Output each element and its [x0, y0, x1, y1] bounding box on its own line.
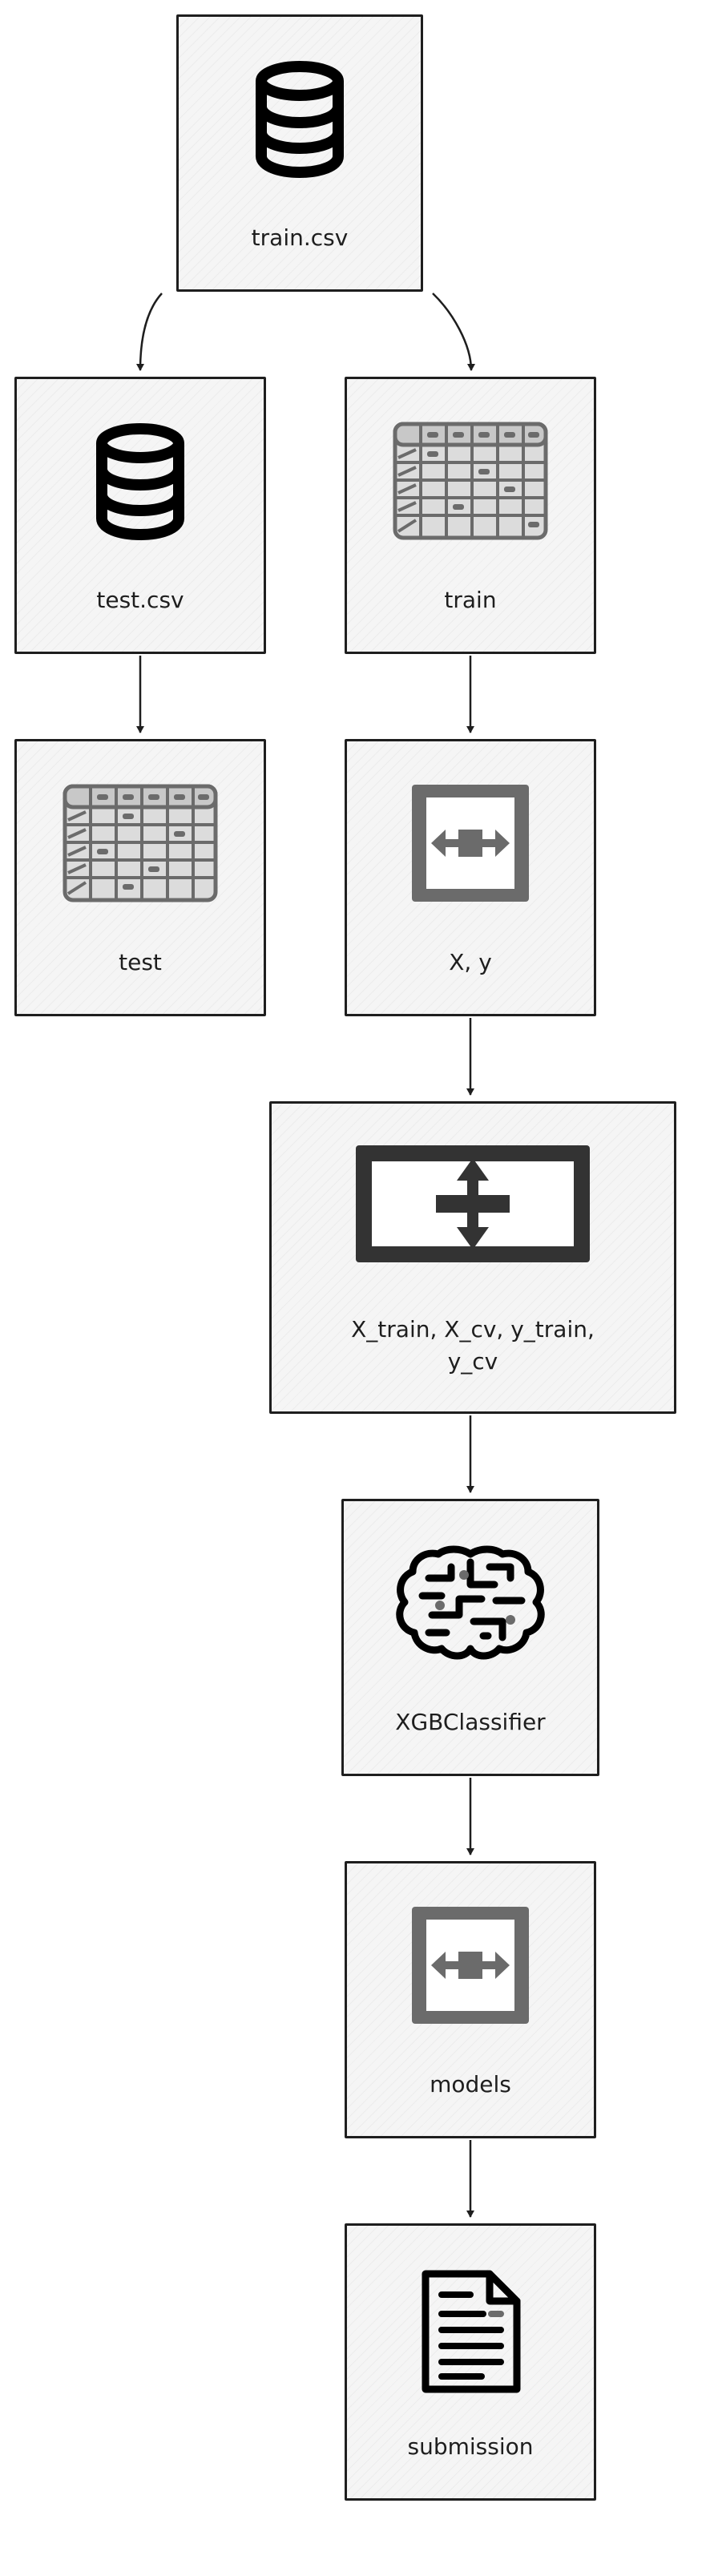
edge-train-csv-to-train: [432, 293, 475, 371]
node-label: XGBClassifier: [395, 1709, 546, 1735]
document-icon: [414, 2267, 526, 2399]
node-label: train.csv: [251, 224, 349, 251]
horizontal-split-icon: [410, 1905, 530, 2029]
node-models[interactable]: models: [345, 1861, 596, 2138]
brain-icon: [390, 1543, 551, 1666]
node-label: test: [119, 949, 162, 975]
node-test-csv[interactable]: test.csv: [14, 377, 266, 654]
node-label: X_train, X_cv, y_train, y_cv: [351, 1316, 595, 1375]
edge-train-csv-to-test-csv: [136, 293, 163, 371]
node-label: submission: [407, 2433, 534, 2460]
node-label: train: [444, 587, 497, 613]
node-train[interactable]: train: [345, 377, 596, 654]
node-train-csv[interactable]: train.csv: [176, 14, 423, 292]
horizontal-split-icon: [410, 783, 530, 906]
node-submission[interactable]: submission: [345, 2223, 596, 2501]
table-icon: [392, 421, 549, 544]
database-icon: [92, 421, 188, 544]
node-train-cv-split[interactable]: X_train, X_cv, y_train, y_cv: [269, 1101, 676, 1414]
node-xgbclassifier[interactable]: XGBClassifier: [341, 1499, 599, 1776]
node-label: models: [430, 2071, 511, 2098]
node-label: test.csv: [96, 587, 184, 613]
table-icon: [62, 783, 219, 906]
vertical-split-icon: [354, 1144, 591, 1267]
node-label: X, y: [449, 949, 492, 975]
database-icon: [252, 59, 348, 182]
node-xy[interactable]: X, y: [345, 739, 596, 1016]
node-test[interactable]: test: [14, 739, 266, 1016]
